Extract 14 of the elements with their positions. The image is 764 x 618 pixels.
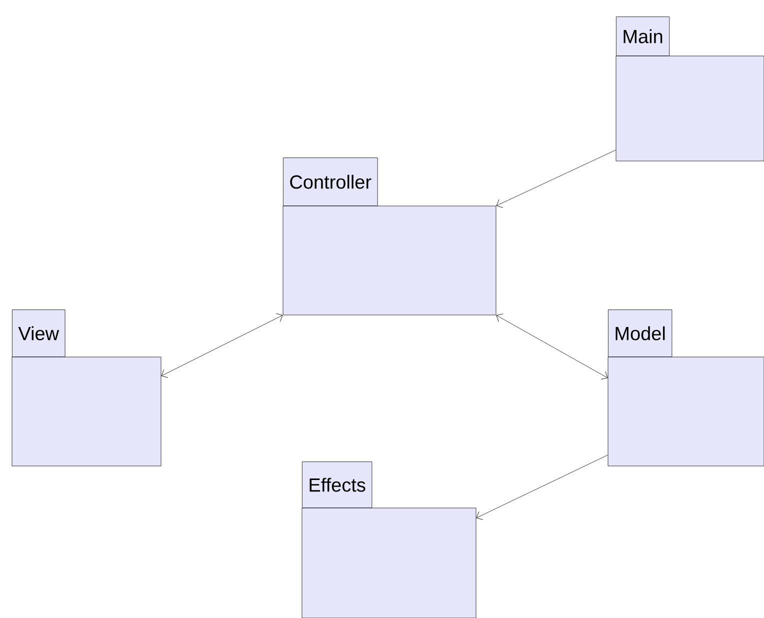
package-box: Effects [302, 462, 476, 618]
node-label: View [18, 326, 60, 340]
arrow [496, 150, 616, 208]
package-box: Main [616, 16, 764, 162]
arrow [161, 313, 283, 378]
package-box: View [12, 310, 162, 466]
node-label: Model [616, 326, 665, 340]
node-label: Controller [290, 174, 372, 189]
node-label: Effects [310, 478, 366, 492]
arrow [476, 454, 608, 520]
node-label: Main [624, 29, 662, 44]
package-box: Controller [282, 158, 496, 316]
arrow [496, 314, 608, 380]
package-box: Model [608, 310, 764, 466]
